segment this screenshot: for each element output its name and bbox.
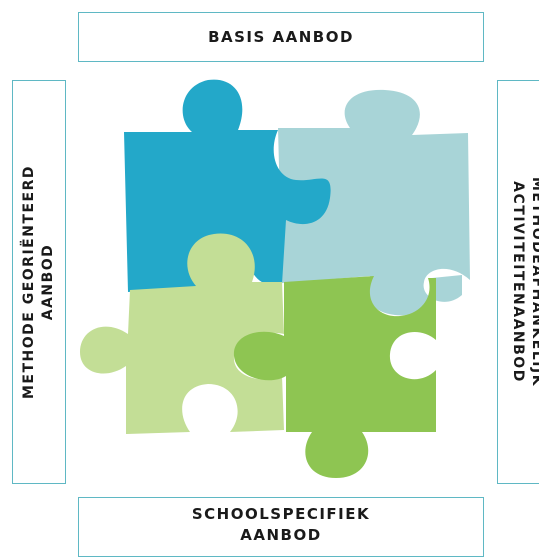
puzzle-piece-bottom-left <box>80 233 284 434</box>
puzzle-piece-top-left <box>124 79 331 293</box>
methode-georienteerd-box: METHODE GEORIËNTEERD AANBOD <box>12 80 66 484</box>
methodeafhankelijk-box: METHODEAFHANKELIJK ACTIVITEITENAANBOD <box>497 80 539 484</box>
basis-aanbod-label: BASIS AANBOD <box>208 28 354 46</box>
basis-aanbod-box: BASIS AANBOD <box>78 12 484 62</box>
schoolspecifiek-line2: AANBOD <box>240 526 322 544</box>
puzzle-piece-bottom-right <box>233 276 436 478</box>
schoolspecifiek-line1: SCHOOLSPECIFIEK <box>191 505 371 523</box>
puzzle-piece-top-right <box>278 89 470 316</box>
